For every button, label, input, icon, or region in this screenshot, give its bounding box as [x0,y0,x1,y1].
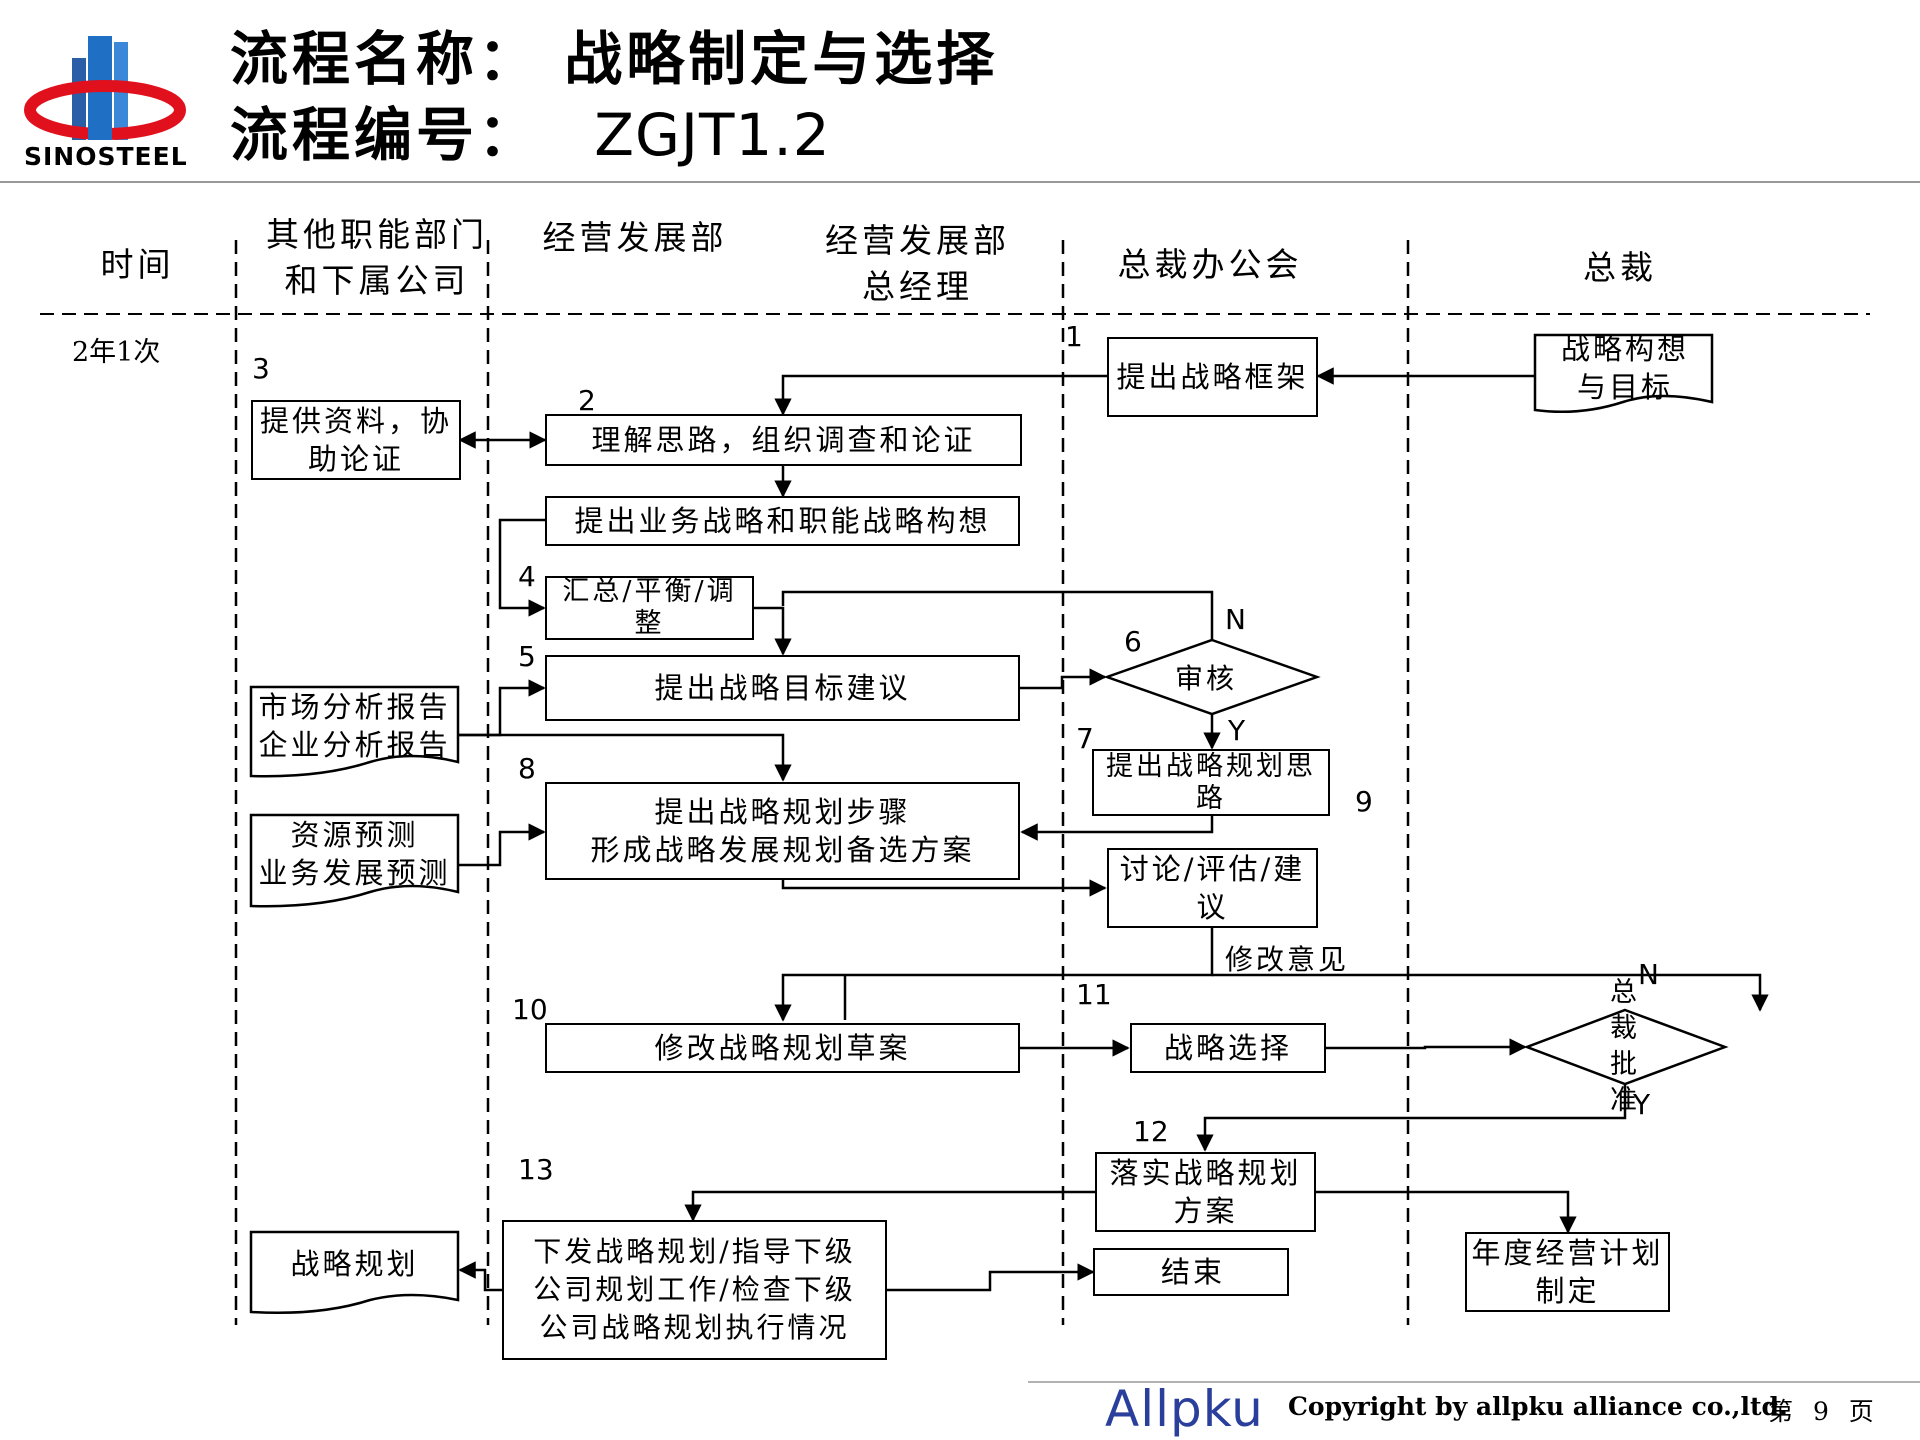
step-12-box: 落实战略规划方案 [1095,1152,1316,1232]
lane-other-departments-line1: 其他职能部门 [266,215,488,254]
step-13-box: 下发战略规划/指导下级 公司规划工作/检查下级 公司战略规划执行情况 [502,1220,887,1360]
step-8-line2: 形成战略发展规划备选方案 [590,833,975,867]
doc-strategy-vision-text: 战略构想 与目标 [1540,330,1710,406]
step-number-13: 13 [518,1153,554,1186]
edge-label-review-yes: Y [1228,714,1246,747]
doc-market-analysis-text: 市场分析报告 企业分析报告 [252,688,457,764]
doc-resource-forecast-line1: 资源预测 [290,818,419,852]
step-number-5: 5 [518,640,536,673]
doc-strategy-vision-line1: 战略构想 [1560,332,1689,366]
lane-president: 总裁 [1560,245,1680,291]
edge-label-revise: 修改意见 [1225,943,1350,976]
step-number-11: 11 [1076,978,1112,1011]
step-2-box: 理解思路，组织调查和论证 [545,414,1022,466]
step-number-7: 7 [1076,722,1094,755]
step-number-9: 9 [1355,785,1373,818]
lane-business-dev-gm-line2: 总经理 [862,267,973,306]
step-number-10: 10 [512,993,548,1026]
step-3-box: 提供资料，协助论证 [251,400,461,480]
step-13-line1: 下发战略规划/指导下级 [533,1235,856,1268]
lane-president-office: 总裁办公会 [1100,242,1320,288]
doc-resource-forecast [249,813,460,908]
step-11-box: 战略选择 [1130,1023,1326,1073]
doc-resource-forecast-line2: 业务发展预测 [258,856,451,890]
process-code-label: 流程编号： [230,101,541,169]
edge-label-approval-no: N [1638,958,1659,991]
connectors [458,367,1769,1292]
lane-other-departments-line2: 和下属公司 [284,261,470,300]
step-13-line3: 公司战略规划执行情况 [539,1311,850,1344]
process-code-value: ZGJT1.2 [594,101,831,169]
lane-time: 时间 [70,242,205,288]
process-name-label: 流程名称： [230,25,541,93]
footer-copyright: Copyright by allpku alliance co.,ltd. [1288,1392,1788,1421]
step-number-3: 3 [252,352,270,385]
annual-plan-box: 年度经营计划制定 [1465,1232,1670,1312]
step-9-box: 讨论/评估/建议 [1107,848,1318,928]
doc-resource-forecast-text: 资源预测 业务发展预测 [252,816,457,892]
doc-strategy-plan [249,1230,460,1315]
step-8-box: 提出战略规划步骤 形成战略发展规划备选方案 [545,782,1020,880]
decision-review-label: 审核 [1175,662,1238,695]
step-1-box: 提出战略框架 [1107,337,1318,417]
lane-president-office-label: 总裁办公会 [1117,245,1303,284]
step-number-12: 12 [1133,1115,1169,1148]
step-number-1: 1 [1065,320,1083,353]
step-number-2: 2 [578,384,596,417]
end-box: 结束 [1093,1248,1289,1296]
lane-business-dev-gm: 经营发展部 总经理 [800,218,1035,310]
doc-market-analysis [249,685,460,778]
doc-market-analysis-line1: 市场分析报告 [258,690,451,724]
step-7-box: 提出战略规划思路 [1092,749,1330,816]
step-number-6: 6 [1124,625,1142,658]
doc-market-analysis-line2: 企业分析报告 [258,728,451,762]
footer-page-number: 第 9 页 [1768,1397,1880,1426]
step-number-4: 4 [518,560,536,593]
step-8-line1: 提出战略规划步骤 [654,795,911,829]
step-2b-box: 提出业务战略和职能战略构想 [545,496,1020,546]
step-4-box: 汇总/平衡/调整 [545,576,754,640]
process-code: 流程编号： ZGJT1.2 [230,88,831,172]
allpku-logo: Allpku [1105,1380,1264,1438]
edge-label-approval-yes: Y [1633,1088,1651,1121]
process-name: 流程名称： 战略制定与选择 [230,12,998,96]
doc-strategy-plan-text: 战略规划 [290,1247,419,1281]
lane-business-dev-label: 经营发展部 [542,218,728,257]
frequency-label: 2年1次 [72,337,161,368]
logo-text: SINOSTEEL [24,142,188,171]
lane-business-dev: 经营发展部 [520,215,750,261]
lane-president-label: 总裁 [1583,248,1657,287]
step-number-8: 8 [518,752,536,785]
doc-strategy-vision-line2: 与目标 [1576,370,1673,404]
lane-business-dev-gm-line1: 经营发展部 [825,221,1010,260]
edge-label-review-no: N [1225,603,1246,636]
lane-time-label: 时间 [100,245,175,284]
lane-dividers [234,240,1410,1325]
step-5-box: 提出战略目标建议 [545,655,1020,721]
step-10-box: 修改战略规划草案 [545,1023,1020,1073]
doc-strategy-vision [1533,333,1714,414]
sinosteel-logo [24,36,186,140]
step-13-line2: 公司规划工作/检查下级 [533,1273,856,1306]
lane-other-departments: 其他职能部门 和下属公司 [262,212,492,304]
process-name-value: 战略制定与选择 [564,25,999,93]
decision-president-label: 总裁批准 [1610,977,1640,1116]
